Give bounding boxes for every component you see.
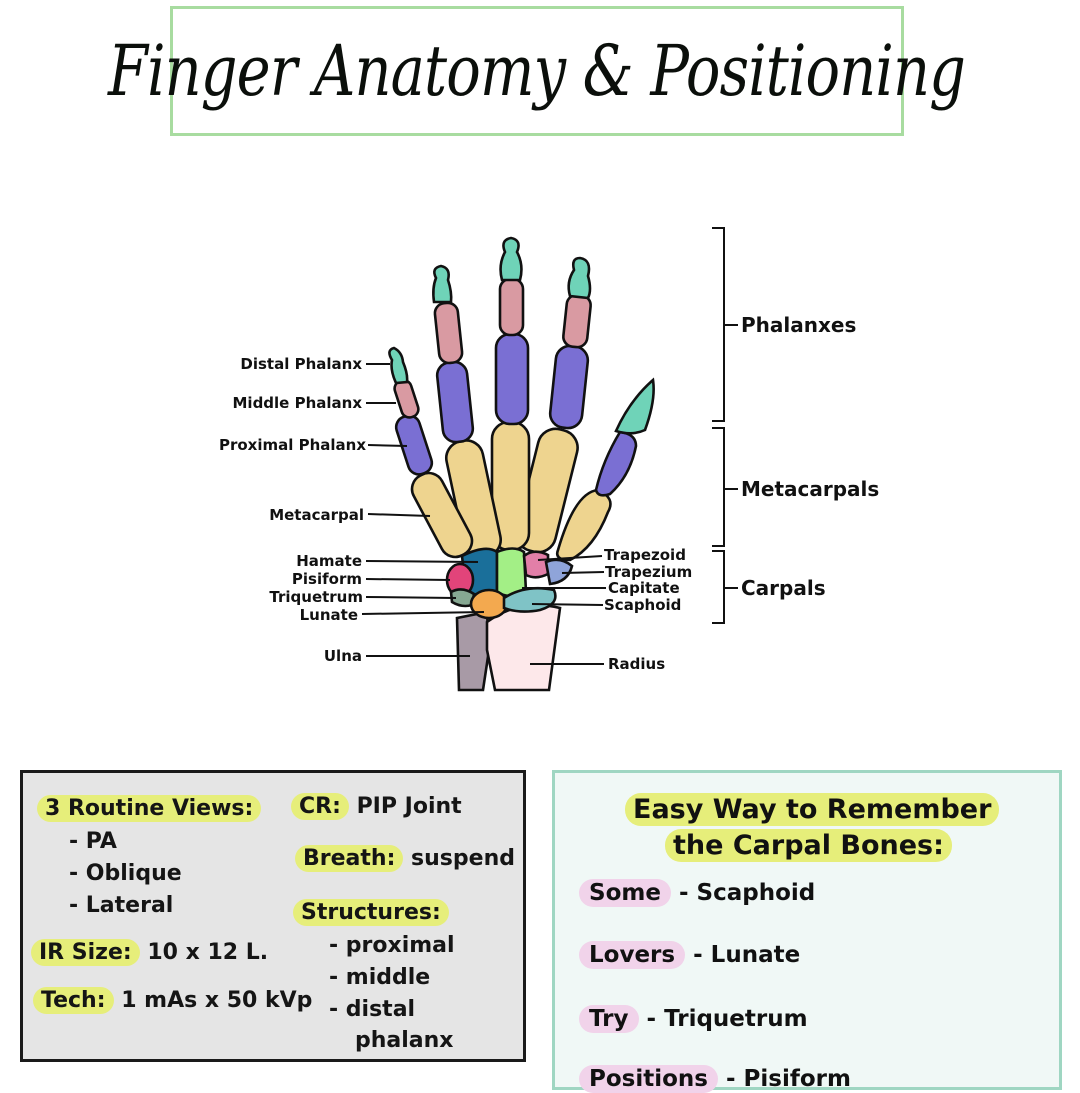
mnemonic-item: Try - Triquetrum [579, 1005, 808, 1033]
middle-proximal-phalanx [494, 332, 530, 426]
breath-row: Breath: suspend [295, 845, 515, 872]
bracket-phalanxes [712, 227, 738, 422]
mnemonic-item: Lovers - Lunate [579, 941, 800, 969]
structure-item: - distal [329, 997, 416, 1022]
leader-trapezoid [537, 555, 603, 561]
tech-row: Tech: 1 mAs x 50 kVp [33, 987, 312, 1014]
leader-trapezium [561, 571, 605, 574]
leader-lunate [361, 611, 485, 615]
bracket-carpals [712, 550, 738, 624]
label-middle-phalanx: Middle Phalanx [233, 394, 363, 412]
ring-distal-phalanx [432, 264, 453, 304]
page-title: Finger Anatomy & Positioning [108, 30, 967, 112]
routine-view-item: - Oblique [69, 861, 182, 886]
label-capitate: Capitate [608, 579, 680, 597]
label-metacarpal: Metacarpal [269, 506, 364, 524]
label-ulna: Ulna [324, 647, 362, 665]
label-proximal-phalanx: Proximal Phalanx [219, 436, 366, 454]
thumb-distal-phalanx [614, 377, 655, 435]
index-middle-phalanx [562, 293, 592, 349]
structure-item: - middle [329, 965, 431, 990]
label-trapezoid: Trapezoid [604, 546, 686, 564]
label-trapezium: Trapezium [605, 563, 692, 581]
hand-anatomy-diagram: Distal Phalanx Middle Phalanx Proximal P… [219, 227, 879, 692]
leader-pisiform [365, 578, 451, 581]
title-banner: Finger Anatomy & Positioning [109, 6, 966, 136]
label-distal-phalanx: Distal Phalanx [240, 355, 362, 373]
mnemonic-item: Positions - Pisiform [579, 1065, 851, 1093]
structures-heading: Structures: [293, 899, 449, 926]
routine-views-heading: 3 Routine Views: [37, 795, 262, 822]
routine-view-item: - PA [69, 829, 117, 854]
bracket-metacarpals [712, 427, 738, 547]
structure-item: phalanx [355, 1028, 454, 1053]
carpal-mnemonic-panel: Easy Way to Remember the Carpal Bones: S… [552, 770, 1062, 1093]
routine-view-item: - Lateral [69, 893, 174, 918]
label-radius: Radius [608, 655, 665, 673]
middle-middle-phalanx [498, 277, 525, 337]
lunate-bone [469, 588, 509, 620]
group-label-phalanxes: Phalanxes [741, 313, 856, 337]
group-label-metacarpals: Metacarpals [741, 477, 879, 501]
leader-scaphoid [531, 603, 604, 606]
structure-item: - proximal [329, 933, 455, 958]
capitate-bone [495, 547, 528, 598]
mnemonic-title-line2: the Carpal Bones: [665, 829, 952, 862]
ring-proximal-phalanx [435, 360, 475, 444]
ring-middle-phalanx [433, 301, 464, 365]
ir-size-row: IR Size: 10 x 12 L. [31, 939, 268, 966]
leader-triquetrum [365, 596, 457, 599]
little-middle-phalanx [393, 378, 420, 419]
label-hamate: Hamate [296, 552, 362, 570]
label-triquetrum: Triquetrum [269, 588, 363, 606]
label-lunate: Lunate [300, 606, 358, 624]
middle-distal-phalanx [499, 236, 523, 282]
cr-row: CR: PIP Joint [291, 793, 462, 820]
leader-metacarpal [367, 513, 431, 517]
little-distal-phalanx [388, 346, 409, 385]
leader-proximal [367, 444, 408, 447]
ulna-bone [455, 610, 491, 692]
leader-hamate [365, 560, 479, 563]
radius-bone [485, 603, 562, 692]
group-label-carpals: Carpals [741, 576, 826, 600]
trapezoid-bone [522, 550, 550, 579]
index-proximal-phalanx [548, 344, 590, 430]
label-pisiform: Pisiform [292, 570, 362, 588]
label-scaphoid: Scaphoid [604, 596, 681, 614]
thumb-proximal-phalanx [594, 430, 638, 497]
mnemonic-title-line1: Easy Way to Remember [625, 793, 1000, 826]
mnemonic-item: Some - Scaphoid [579, 879, 815, 907]
positioning-info-panel: 3 Routine Views: - PA - Oblique - Latera… [20, 770, 526, 1062]
index-distal-phalanx [567, 256, 592, 300]
